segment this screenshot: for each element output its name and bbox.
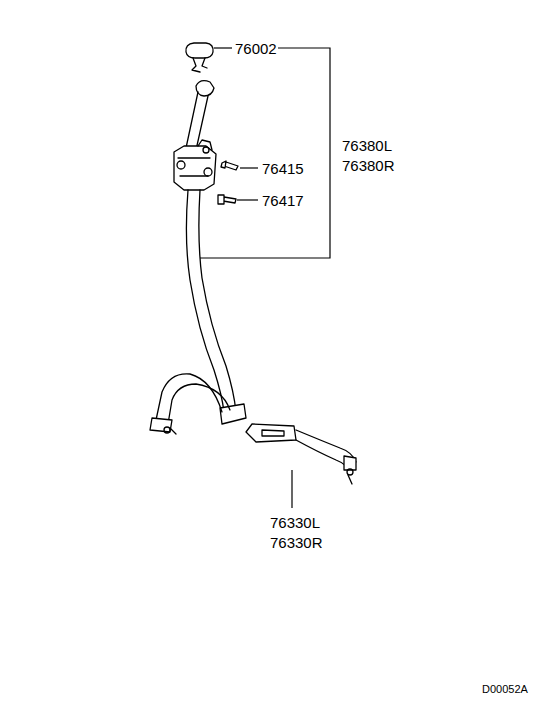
callout-number: 76380L [342,138,392,153]
callout-number: 76330L [270,515,320,530]
callout-number: 76417 [262,193,304,208]
callout-number: 76330R [270,535,323,550]
drawing-code: D00052A [482,684,528,695]
callout-number: 76415 [262,161,304,176]
callout-number: 76380R [342,158,395,173]
callout-number: 76002 [235,41,277,56]
